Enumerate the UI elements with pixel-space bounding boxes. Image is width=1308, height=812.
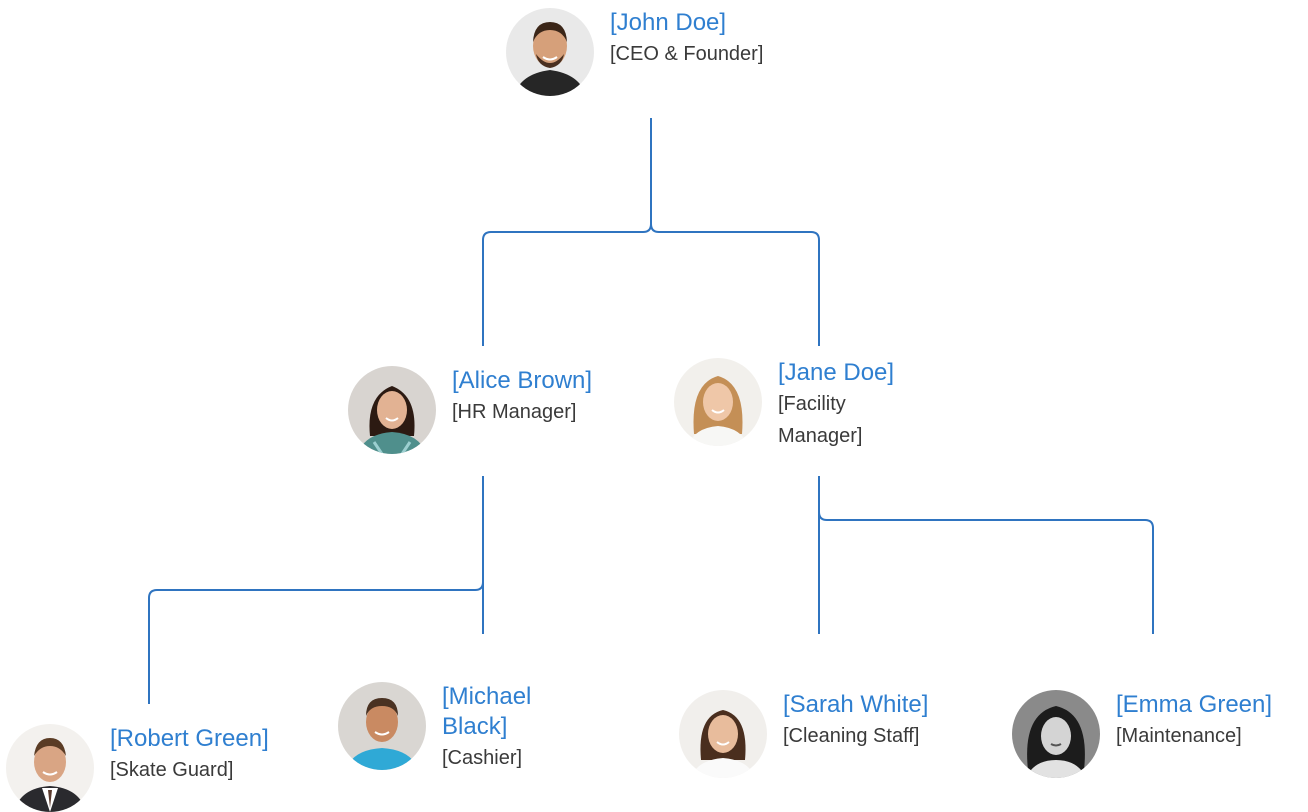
connector-alice-to-robert xyxy=(148,476,484,704)
org-node-sarah-white[interactable]: [Sarah White] [Cleaning Staff] xyxy=(679,690,973,778)
org-node-emma-green[interactable]: [Emma Green] [Maintenance] xyxy=(1012,690,1296,778)
org-node-jane-doe[interactable]: [Jane Doe] [Facility Manager] xyxy=(674,358,898,452)
avatar xyxy=(348,366,436,454)
node-name: [John Doe] xyxy=(610,9,727,36)
node-name: [Robert Green] xyxy=(110,725,269,752)
avatar xyxy=(674,358,762,446)
org-node-alice-brown[interactable]: [Alice Brown] [HR Manager] xyxy=(348,366,632,454)
node-name: [Sarah White] xyxy=(783,691,929,718)
connector-jane-to-emma xyxy=(818,476,1154,634)
connector-ceo-to-jane xyxy=(650,223,820,346)
node-name: [Emma Green] xyxy=(1116,691,1273,718)
avatar xyxy=(679,690,767,778)
node-role: [CEO & Founder] xyxy=(610,43,764,65)
connector-ceo-stem xyxy=(482,118,652,346)
node-role: [Skate Guard] xyxy=(110,759,234,781)
avatar xyxy=(1012,690,1100,778)
node-role: [Cleaning Staff] xyxy=(783,725,920,747)
org-node-michael-black[interactable]: [Michael Black] [Cashier] xyxy=(338,682,572,774)
node-role: [Cashier] xyxy=(442,747,523,769)
node-name: [Michael Black] xyxy=(442,683,532,740)
node-role: [Facility Manager] xyxy=(778,393,863,447)
node-name: [Jane Doe] xyxy=(778,359,895,386)
node-name: [Alice Brown] xyxy=(452,367,593,394)
avatar xyxy=(6,724,94,812)
node-role: [HR Manager] xyxy=(452,401,577,423)
avatar xyxy=(338,682,426,770)
avatar xyxy=(506,8,594,96)
org-node-john-doe[interactable]: [John Doe] [CEO & Founder] xyxy=(506,8,840,96)
node-role: [Maintenance] xyxy=(1116,725,1242,747)
org-node-robert-green[interactable]: [Robert Green] [Skate Guard] xyxy=(6,724,310,812)
